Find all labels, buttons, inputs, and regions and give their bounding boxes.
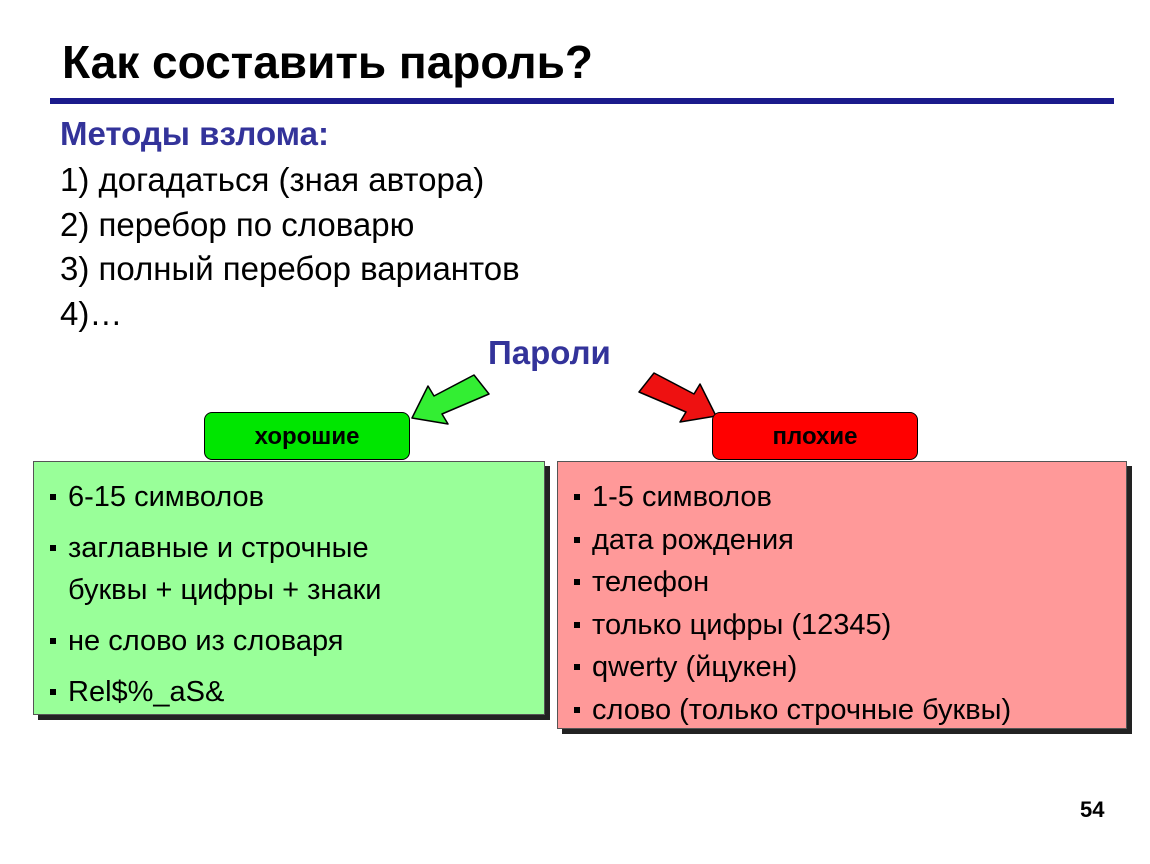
methods-item: 2) перебор по словарю	[60, 205, 415, 243]
list-item-text: 1-5 символов	[592, 481, 772, 513]
arrow-left-icon	[411, 374, 490, 425]
bad-passwords-list: 1-5 символов дата рождения телефон тольк…	[574, 476, 1011, 731]
bad-passwords-box: 1-5 символов дата рождения телефон тольк…	[557, 461, 1127, 729]
methods-list: 1) догадаться (зная автора) 2) перебор п…	[60, 158, 520, 336]
list-item-text: 6-15 символов	[68, 481, 265, 513]
title-divider	[50, 98, 1114, 104]
list-item-text: слово (только строчные буквы)	[592, 693, 1012, 726]
bullet-icon	[574, 664, 580, 670]
bullet-icon	[574, 706, 580, 713]
list-item-text: дата рождения	[592, 523, 794, 556]
good-passwords-box: 6-15 символов заглавные и строчные буквы…	[33, 461, 545, 715]
list-item: Rel$%_aS&	[50, 671, 381, 713]
methods-item: 1) догадаться (зная автора)	[60, 161, 485, 198]
list-item-text: буквы + цифры + знаки	[68, 574, 382, 606]
bullet-icon	[50, 689, 56, 695]
arrow-right-icon	[638, 372, 717, 423]
list-item-text: заглавные и строчные	[68, 532, 369, 564]
methods-item: 4)…	[60, 294, 123, 332]
list-item: 1-5 символов	[574, 476, 1011, 519]
list-item: слово (только строчные буквы)	[574, 689, 1011, 732]
list-item: 6-15 символов	[50, 476, 381, 518]
good-passwords-list: 6-15 символов заглавные и строчные буквы…	[50, 476, 381, 722]
page-number: 54	[1080, 797, 1105, 822]
list-item-text: только цифры (12345)	[592, 608, 892, 641]
good-passwords-tab: хорошие	[204, 412, 410, 460]
bullet-icon	[574, 494, 580, 500]
methods-item: 3) полный перебор вариантов	[60, 250, 520, 287]
list-item: телефон	[574, 561, 1011, 604]
list-item-text: Rel$%_aS&	[68, 676, 225, 708]
list-item-text: qwerty (йцукен)	[592, 651, 798, 683]
bullet-icon	[574, 579, 580, 585]
slide-title: Как составить пароль?	[62, 36, 593, 88]
list-item: заглавные и строчные буквы + цифры + зна…	[50, 527, 381, 611]
bullet-icon	[574, 536, 580, 543]
methods-heading: Методы взлома:	[60, 115, 329, 152]
bad-passwords-tab: плохие	[712, 412, 918, 460]
bullet-icon	[50, 545, 56, 551]
bullet-icon	[574, 621, 580, 628]
list-item-text: не слово из словаря	[68, 625, 344, 657]
list-item: только цифры (12345)	[574, 604, 1011, 647]
bullet-icon	[50, 494, 56, 500]
list-item: дата рождения	[574, 519, 1011, 562]
bullet-icon	[50, 638, 56, 644]
list-item: qwerty (йцукен)	[574, 646, 1011, 689]
passwords-label: Пароли	[488, 334, 611, 371]
list-item-text: телефон	[592, 566, 710, 598]
list-item: не слово из словаря	[50, 620, 381, 662]
